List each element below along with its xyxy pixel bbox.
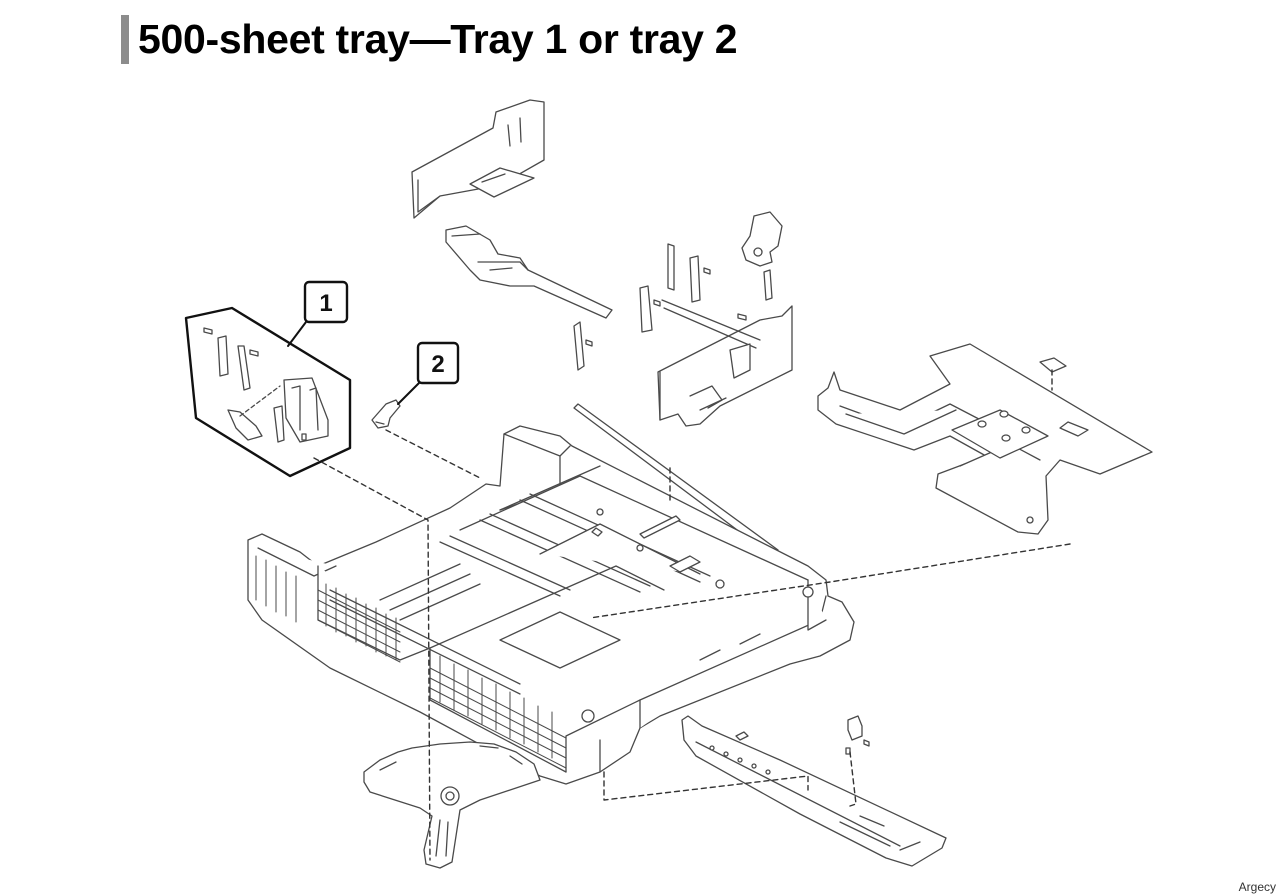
right-metal-bracket: [817, 343, 1153, 535]
small-pins-group: [573, 211, 783, 371]
assembly-leader-lines: [313, 369, 1071, 861]
callout-1-number: 1: [319, 290, 332, 317]
callout-1: 1: [287, 280, 349, 347]
right-guide-assembly: [657, 299, 793, 427]
callout-1-kit-box: [184, 306, 352, 478]
long-rod: [573, 403, 779, 557]
bottom-gear-plate: [363, 741, 541, 869]
title-accent-bar: [121, 14, 129, 64]
page-title: 500-sheet tray—Tray 1 or tray 2: [138, 15, 738, 62]
callout-2: 2: [397, 341, 460, 405]
slider-rail: [445, 225, 613, 319]
watermark-text: Argecy: [1238, 880, 1276, 894]
tray-front-grille: [255, 555, 567, 769]
callout-2-latch-part: [371, 399, 401, 429]
top-guide-bracket: [411, 99, 545, 219]
title-block: 500-sheet tray—Tray 1 or tray 2: [121, 14, 738, 64]
bottom-rail-bracket: [681, 715, 947, 867]
callout-2-number: 2: [431, 351, 444, 378]
